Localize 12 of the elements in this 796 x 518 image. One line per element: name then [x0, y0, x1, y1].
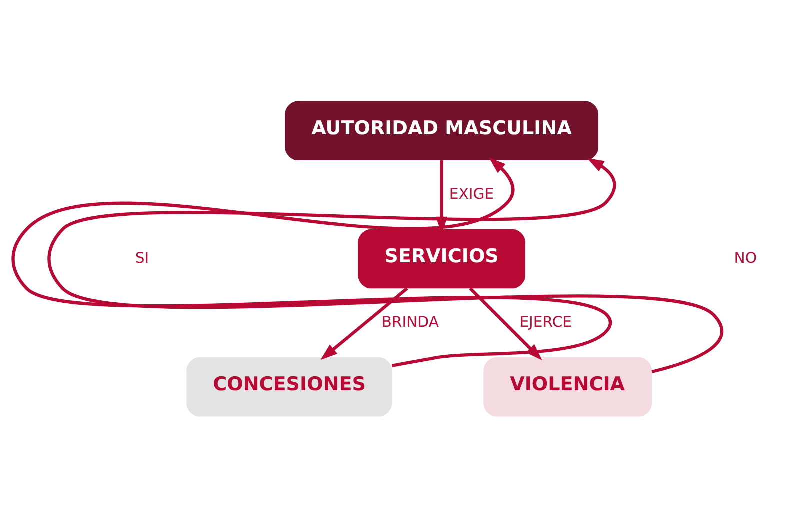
edge-label: EJERCE [519, 314, 572, 331]
label: NO [734, 250, 757, 267]
edge-label: EXIGE [448, 186, 494, 203]
node-box: AUTORIDAD MASCULINA [284, 101, 598, 161]
label: SI [134, 250, 149, 267]
node-box: CONCESIONES [186, 357, 392, 417]
arrow [320, 287, 408, 360]
arrow [47, 158, 722, 374]
node-box: SERVICIOS [358, 229, 525, 289]
arrow [11, 158, 610, 368]
node-box: VIOLENCIA [483, 357, 652, 417]
edge-label: BRINDA [381, 314, 438, 331]
